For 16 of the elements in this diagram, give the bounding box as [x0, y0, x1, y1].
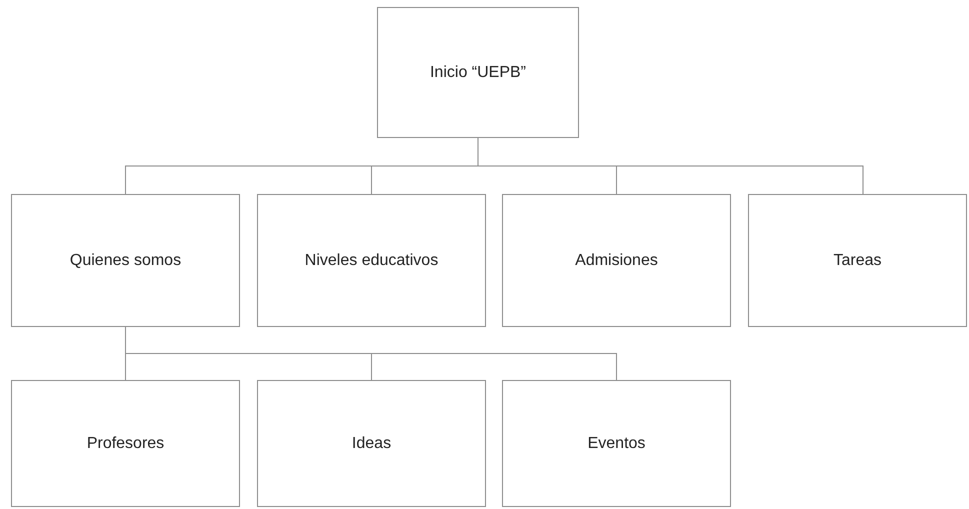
page-box: [502, 194, 731, 327]
page-title: Quienes somos: [70, 252, 182, 270]
page-title: Ideas: [352, 434, 392, 452]
page-title: Admisiones: [575, 252, 658, 270]
page-title: Tareas: [833, 252, 882, 270]
page-box: [11, 194, 240, 327]
page-box: [257, 380, 486, 507]
page-box: [502, 380, 731, 507]
page-title: Inicio “UEPB”: [430, 64, 526, 82]
page-box: [11, 380, 240, 507]
page-box: [377, 7, 579, 138]
page-title: Eventos: [588, 434, 646, 452]
page-title: Profesores: [86, 434, 164, 452]
page-box: [257, 194, 486, 327]
page-box: [748, 194, 967, 327]
page-title: Niveles educativos: [304, 252, 438, 270]
